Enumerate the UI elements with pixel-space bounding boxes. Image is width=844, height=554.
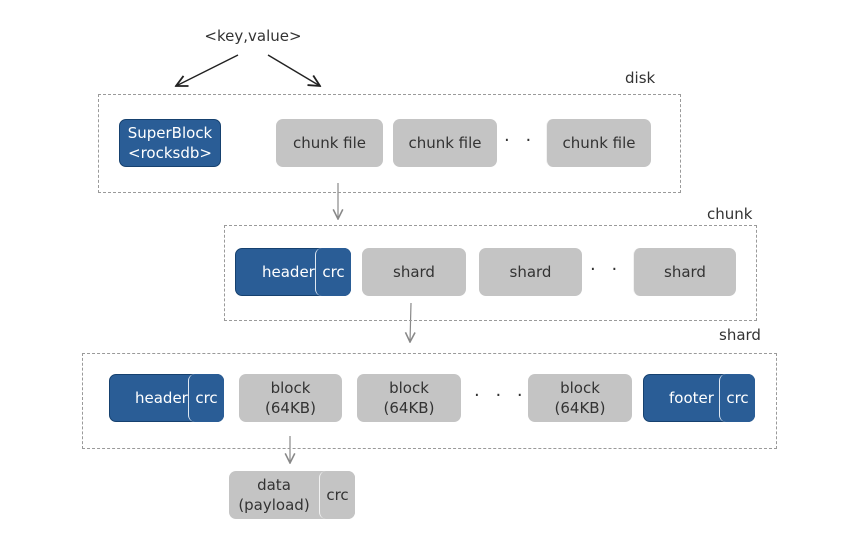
- superblock-subtitle: <rocksdb>: [128, 144, 212, 162]
- block-box: block (64KB): [357, 374, 461, 422]
- superblock-title: SuperBlock: [127, 124, 213, 142]
- shard-box: shard: [633, 248, 736, 296]
- data-title: data: [257, 476, 291, 494]
- block-box: block (64KB): [528, 374, 632, 422]
- block-size: (64KB): [265, 399, 316, 417]
- data-subtitle: (payload): [238, 496, 310, 514]
- shard-header-crc-segment: crc: [188, 374, 224, 422]
- shard-footer-text: footer: [669, 389, 714, 407]
- superblock-box: SuperBlock <rocksdb>: [119, 119, 221, 167]
- chunk-file-box: chunk file: [393, 119, 497, 167]
- shard-header-text: header: [135, 389, 188, 407]
- disk-container: [98, 94, 681, 193]
- shard-footer-crc-segment: crc: [719, 374, 755, 422]
- data-payload-text: data (payload): [229, 471, 319, 519]
- shard-label: shard: [719, 326, 761, 344]
- shard-footer-box: footer crc: [643, 374, 755, 422]
- block-title: block: [270, 379, 311, 397]
- key-value-arrow-right: [267, 54, 320, 86]
- key-value-label: <key,value>: [204, 27, 302, 45]
- data-crc-segment: crc: [319, 471, 355, 519]
- shard-box: shard: [362, 248, 466, 296]
- key-value-arrow-left: [176, 54, 239, 86]
- block-box: block (64KB): [239, 374, 342, 422]
- block-title: block: [560, 379, 600, 397]
- data-payload-box: data (payload) crc: [229, 471, 355, 519]
- chunk-header-box: header crc: [235, 248, 351, 296]
- chunk-file-box: chunk file: [546, 119, 651, 167]
- chunk-header-text: header: [262, 263, 315, 281]
- block-size: (64KB): [383, 399, 435, 417]
- chunk-to-shard-arrow: [410, 302, 411, 342]
- chunk-crc-segment: crc: [315, 248, 351, 296]
- disk-label: disk: [625, 69, 656, 87]
- shard-box: shard: [479, 248, 582, 296]
- chunk-label: chunk: [707, 205, 753, 223]
- shard-ellipsis: · · ·: [474, 385, 528, 406]
- disk-ellipsis: · · ·: [504, 130, 558, 151]
- block-title: block: [389, 379, 429, 397]
- shard-header-box: header crc: [109, 374, 224, 422]
- chunk-ellipsis: · · ·: [590, 259, 644, 280]
- chunk-file-box: chunk file: [276, 119, 383, 167]
- shard-container: [82, 353, 777, 449]
- block-size: (64KB): [554, 399, 606, 417]
- chunk-container: [224, 225, 757, 321]
